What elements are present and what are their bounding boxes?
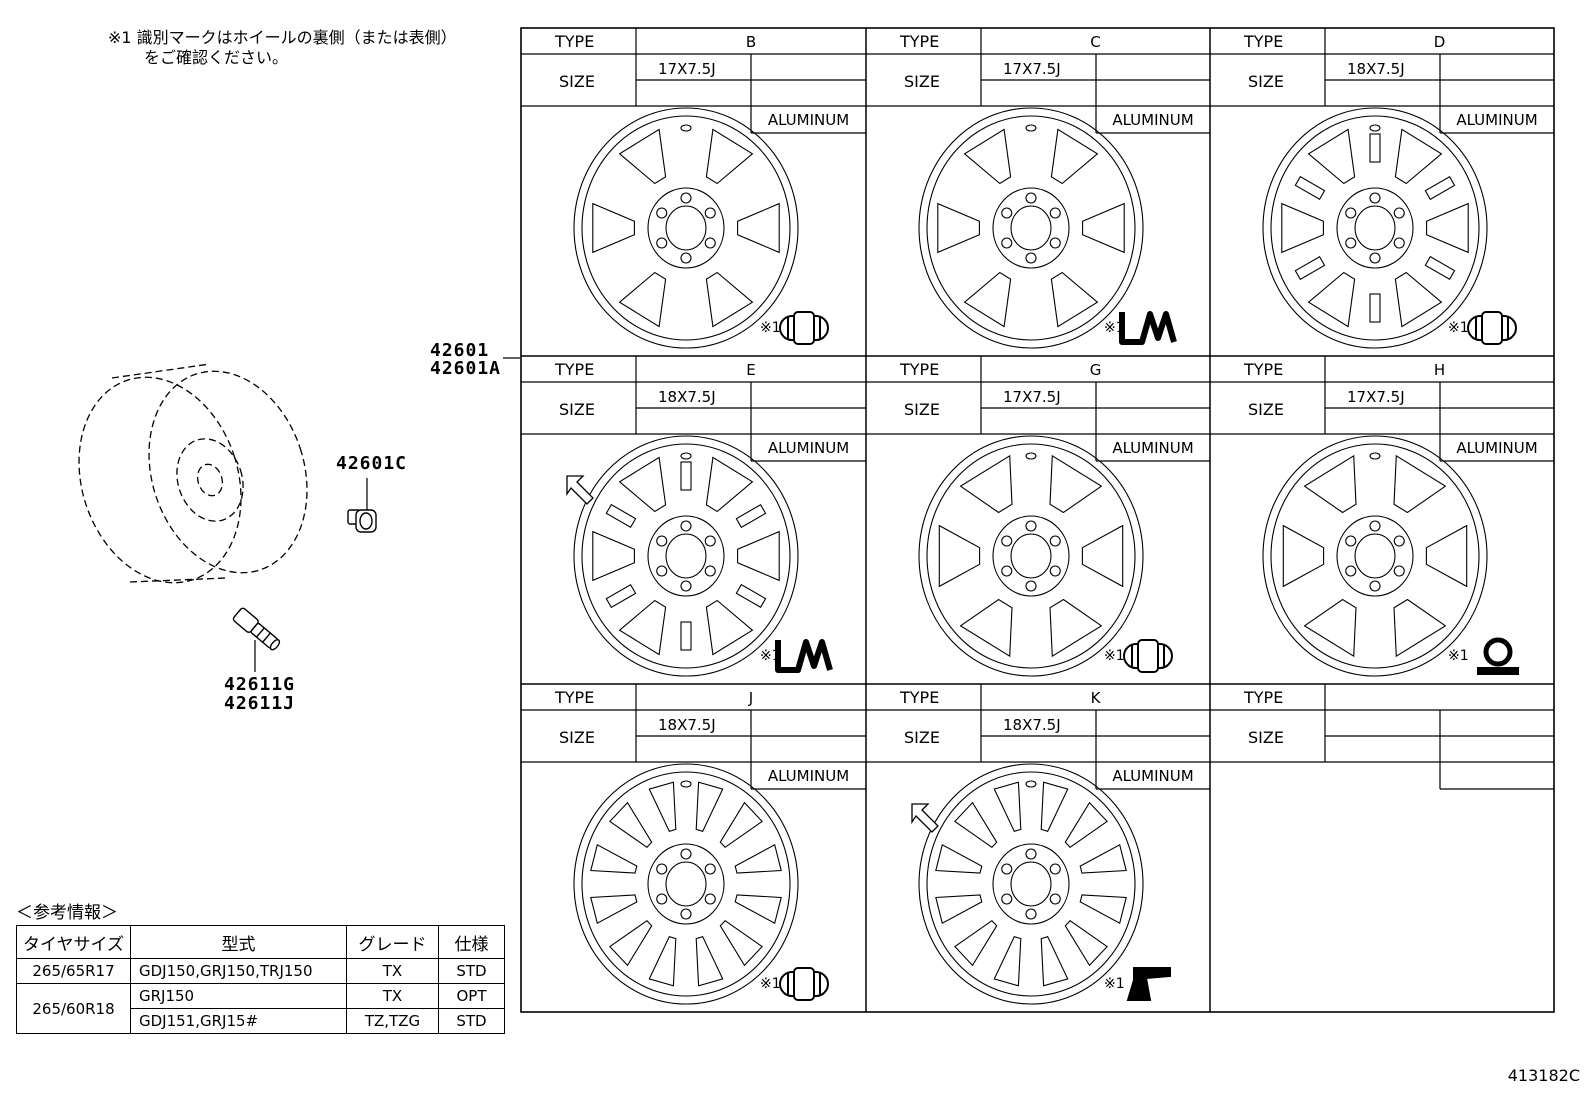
mark-reference: ※1 — [760, 648, 781, 664]
size-label: SIZE — [1248, 72, 1284, 91]
mark-reference: ※1 — [1104, 648, 1125, 664]
size-label: SIZE — [1248, 728, 1284, 747]
type-value: E — [746, 361, 756, 379]
mark-reference: ※1 — [1104, 976, 1125, 992]
material-label: ALUMINUM — [1112, 767, 1194, 785]
size-value: 17X7.5J — [1003, 388, 1061, 406]
type-label: TYPE — [900, 32, 940, 51]
type-label: TYPE — [900, 688, 940, 707]
part-number-wheel-alt: 42601A — [430, 358, 502, 379]
mark-reference: ※1 — [760, 320, 781, 336]
size-label: SIZE — [904, 400, 940, 419]
type-label: TYPE — [1244, 360, 1284, 379]
cell-grade: TX — [346, 958, 439, 984]
header-model: 型式 — [130, 925, 347, 959]
part-number-nut: 42601C — [336, 453, 408, 474]
valve-stem-icon — [232, 607, 281, 651]
mark-reference: ※1 — [760, 976, 781, 992]
size-value: 18X7.5J — [658, 716, 716, 734]
table-row: 265/65R17 GDJ150,GRJ150,TRJ150 TX STD — [16, 958, 505, 984]
note-line-1: ※1 識別マークはホイールの裏側（または表側） — [108, 28, 457, 47]
size-label: SIZE — [559, 728, 595, 747]
size-value: 17X7.5J — [658, 60, 716, 78]
table-row: GDJ151,GRJ15# TZ,TZG STD — [17, 1008, 505, 1034]
type-value: D — [1433, 33, 1446, 51]
type-value: G — [1089, 361, 1102, 379]
header-grade: グレード — [346, 925, 439, 959]
material-label: ALUMINUM — [767, 767, 850, 785]
cell-grade: TX — [346, 983, 439, 1009]
size-value: 17X7.5J — [1347, 388, 1405, 406]
cell-spec: STD — [438, 1008, 505, 1034]
cell-spec: OPT — [438, 983, 505, 1009]
size-label: SIZE — [559, 400, 595, 419]
document-id: 413182C — [1507, 1066, 1580, 1085]
cell-spec: STD — [438, 958, 505, 984]
type-label: TYPE — [555, 32, 595, 51]
type-label: TYPE — [900, 360, 940, 379]
material-label: ALUMINUM — [1112, 439, 1194, 457]
identification-note: ※1 識別マークはホイールの裏側（または表側） をご確認ください。 — [108, 28, 457, 68]
note-line-2: をご確認ください。 — [144, 48, 289, 67]
size-label: SIZE — [904, 728, 940, 747]
type-label: TYPE — [1244, 32, 1284, 51]
size-value: 18X7.5J — [658, 388, 716, 406]
material-label: ALUMINUM — [767, 111, 850, 129]
material-label: ALUMINUM — [1112, 111, 1194, 129]
material-label: ALUMINUM — [1456, 439, 1538, 457]
mark-reference: ※1 — [1104, 320, 1125, 336]
part-number-wheel: 42601 — [430, 340, 490, 361]
cell-grade: TZ,TZG — [346, 1008, 439, 1034]
type-value: B — [745, 33, 757, 51]
material-label: ALUMINUM — [1456, 111, 1538, 129]
part-number-valve: 42611G — [224, 674, 296, 695]
reference-title: ＜参考情報＞ — [16, 903, 118, 923]
tire-icon — [78, 363, 308, 584]
size-value: 18X7.5J — [1347, 60, 1405, 78]
header-spec: 仕様 — [438, 925, 505, 959]
cell-model: GDJ150,GRJ150,TRJ150 — [130, 958, 347, 984]
header-tire-size: タイヤサイズ — [16, 925, 131, 959]
size-label: SIZE — [559, 72, 595, 91]
type-value: H — [1433, 361, 1446, 379]
material-label: ALUMINUM — [767, 439, 850, 457]
type-label: TYPE — [1244, 688, 1284, 707]
type-label: TYPE — [555, 360, 595, 379]
type-value: K — [1090, 689, 1101, 707]
cell-model: GDJ151,GRJ15# — [130, 1008, 347, 1034]
type-value: J — [748, 689, 754, 707]
size-value: 17X7.5J — [1003, 60, 1061, 78]
hub-nut-icon — [347, 509, 377, 533]
mark-reference: ※1 — [1448, 320, 1469, 336]
table-row: 265/60R18 GRJ150 TX OPT — [16, 983, 505, 1034]
reference-table: タイヤサイズ 型式 グレード 仕様 265/65R17 GDJ150,GRJ15… — [16, 925, 505, 1034]
size-value: 18X7.5J — [1003, 716, 1061, 734]
reference-header-row: タイヤサイズ 型式 グレード 仕様 — [16, 925, 505, 959]
parts-illustration — [78, 357, 520, 672]
mark-reference: ※1 — [1448, 648, 1469, 664]
cell-tire-size: 265/60R18 — [16, 983, 131, 1034]
cell-tire-size: 265/65R17 — [16, 958, 131, 984]
cell-model: GRJ150 — [130, 983, 347, 1009]
size-label: SIZE — [904, 72, 940, 91]
type-label: TYPE — [555, 688, 595, 707]
type-value: C — [1090, 33, 1101, 51]
part-number-valve-alt: 42611J — [224, 693, 296, 714]
size-label: SIZE — [1248, 400, 1284, 419]
